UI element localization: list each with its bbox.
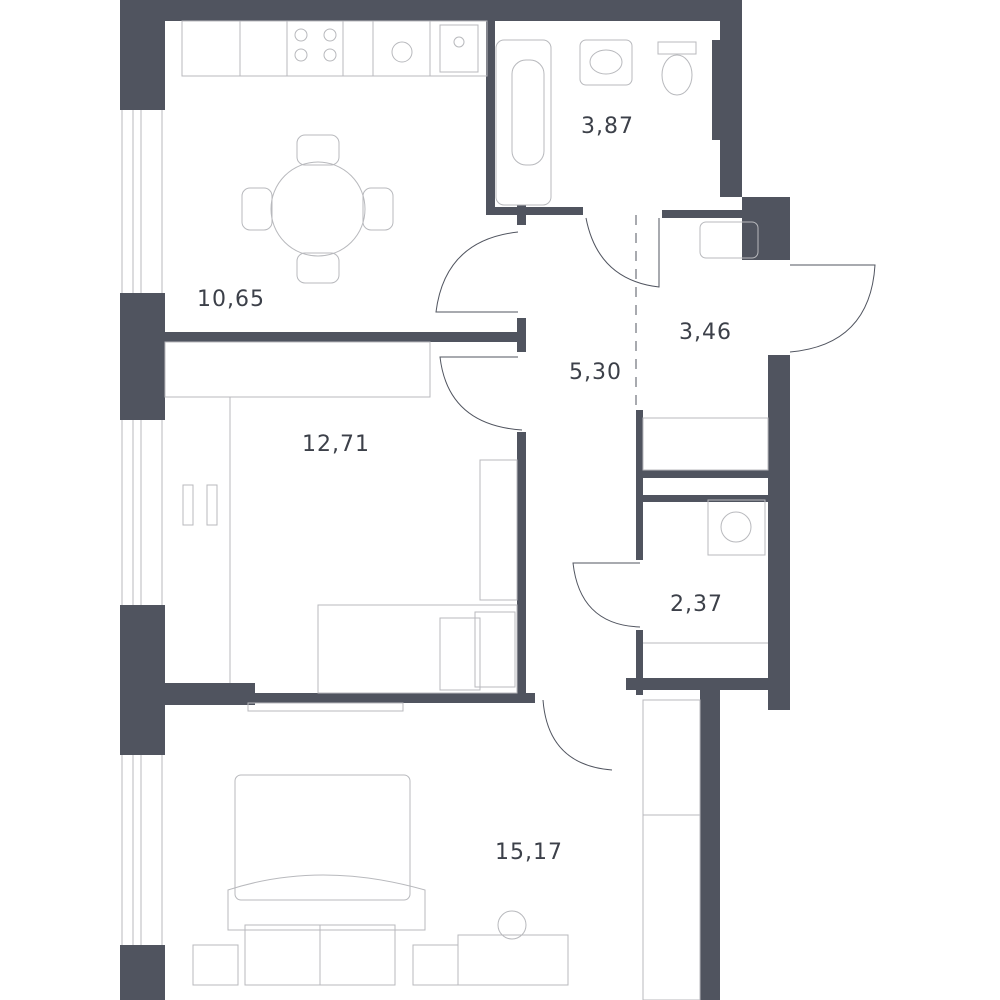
room-area-kitchen: 10,65 (197, 287, 265, 312)
room-area-laundry: 2,37 (670, 592, 723, 617)
bathroom-fixtures (495, 39, 697, 206)
windows (121, 110, 163, 945)
living-room-furniture (192, 699, 701, 1000)
room-area-bathroom: 3,87 (581, 114, 634, 139)
hall-furniture (642, 221, 769, 644)
kitchen-furniture (181, 20, 488, 284)
bedroom-furniture (164, 341, 518, 712)
room-area-bedroom: 12,71 (302, 432, 370, 457)
walls (120, 0, 790, 1000)
room-area-hallway: 5,30 (569, 360, 622, 385)
doors (435, 215, 876, 771)
room-area-entrance: 3,46 (679, 320, 732, 345)
room-area-living-room: 15,17 (495, 840, 563, 865)
